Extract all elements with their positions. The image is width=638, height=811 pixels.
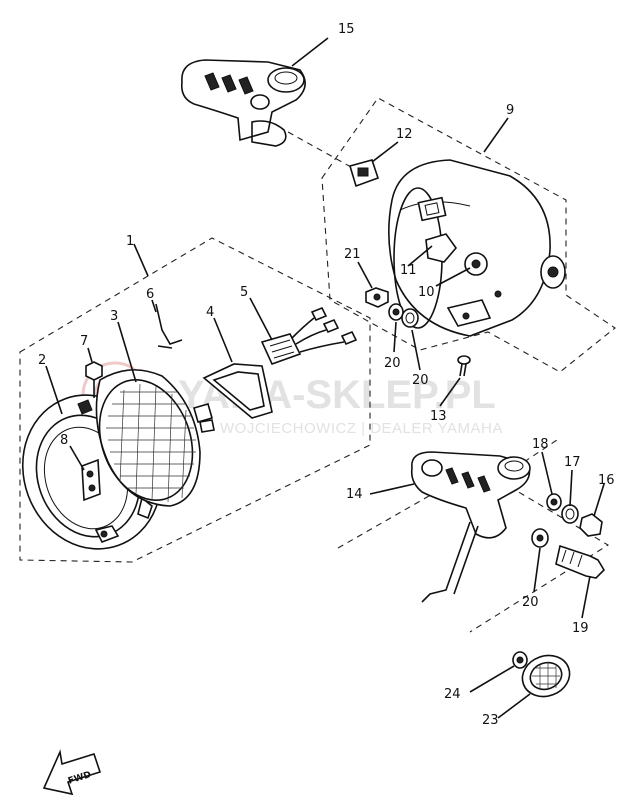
leader-22: [357, 261, 373, 289]
part-label-16: 16: [598, 473, 615, 488]
leader-5: [249, 297, 273, 341]
leader-21: [393, 321, 397, 353]
part-label-3: 3: [110, 309, 118, 324]
headlight-socket-wiring: [260, 306, 358, 366]
leader-17: [569, 469, 573, 507]
group-outline-headlight: [19, 237, 371, 563]
upper-headlight-bracket: [180, 59, 306, 147]
part-label-22: 21: [344, 247, 361, 262]
reflector-and-washer: [512, 651, 571, 698]
part-label-9: 9: [506, 103, 514, 118]
leader-20b: [533, 547, 541, 593]
part-label-17: 17: [564, 455, 581, 470]
leader-24: [469, 665, 515, 693]
leader-11: [407, 245, 433, 267]
leader-10: [435, 267, 471, 287]
leader-20a: [411, 329, 421, 371]
lower-headlight-bracket: [410, 451, 531, 603]
part-label-2: 2: [38, 353, 46, 368]
part-label-11: 11: [400, 263, 417, 278]
part-label-4: 4: [206, 305, 214, 320]
leader-14: [369, 483, 415, 495]
leader-15: [291, 37, 329, 67]
leader-12: [371, 141, 399, 163]
sealed-beam-unit: [95, 369, 215, 507]
group-outline-headlight-body: [321, 97, 616, 373]
part-label-24: 24: [444, 687, 461, 702]
grommet: [348, 159, 380, 188]
leader-23: [497, 693, 531, 719]
rim-screw: [85, 361, 103, 398]
forward-direction-arrow: FWD: [42, 749, 102, 796]
bulb-retaining-clip: [155, 303, 183, 349]
watermark-subtitle: WOJCIECHOWICZ | DEALER YAMAHA: [220, 420, 503, 437]
socket-cover: [202, 363, 273, 419]
leader-16: [593, 483, 605, 517]
leader-13: [439, 377, 461, 407]
part-label-18: 18: [532, 437, 549, 452]
leader-8: [69, 445, 85, 471]
part-label-20b: 20: [522, 595, 539, 610]
leader-9: [483, 117, 509, 153]
part-label-6: 6: [146, 287, 154, 302]
leader-18: [541, 451, 553, 495]
part-label-19: 19: [572, 621, 589, 636]
leader-lines: [45, 37, 605, 719]
part-label-20-upper: 20: [412, 373, 429, 388]
part-label-1: 1: [126, 234, 134, 249]
lower-bolt-and-washer: [531, 528, 606, 579]
part-label-15: 15: [338, 22, 355, 37]
group-outline-lower-bracket: [337, 467, 610, 633]
headlight-body: [388, 159, 566, 337]
part-label-21b: 20: [384, 356, 401, 371]
part-labels: 15 9 12 21 11 10 20 20 13 1 6 5 4 3 7 2 …: [38, 22, 615, 728]
part-label-5: 5: [240, 285, 248, 300]
leader-4: [213, 317, 233, 363]
adjusting-screw: [457, 355, 471, 377]
leader-6: [151, 299, 157, 313]
part-label-10: 10: [418, 285, 435, 300]
stay-fasteners: [546, 493, 603, 537]
guide-line-stay-bolt: [514, 437, 561, 469]
leader-7: [87, 347, 93, 363]
rim-clip: [81, 458, 101, 502]
part-label-12: 12: [396, 127, 413, 142]
leader-19: [581, 575, 591, 619]
part-label-23: 23: [482, 713, 499, 728]
leader-2: [45, 365, 63, 415]
part-label-7: 7: [80, 334, 88, 349]
leader-1: [133, 243, 149, 277]
part-label-8: 8: [60, 433, 68, 448]
nut-and-washers: [365, 287, 419, 328]
leader-3: [117, 321, 137, 383]
guide-line-bracket-to-body: [287, 131, 361, 173]
part-label-13: 13: [430, 409, 447, 424]
part-label-14: 14: [346, 487, 363, 502]
